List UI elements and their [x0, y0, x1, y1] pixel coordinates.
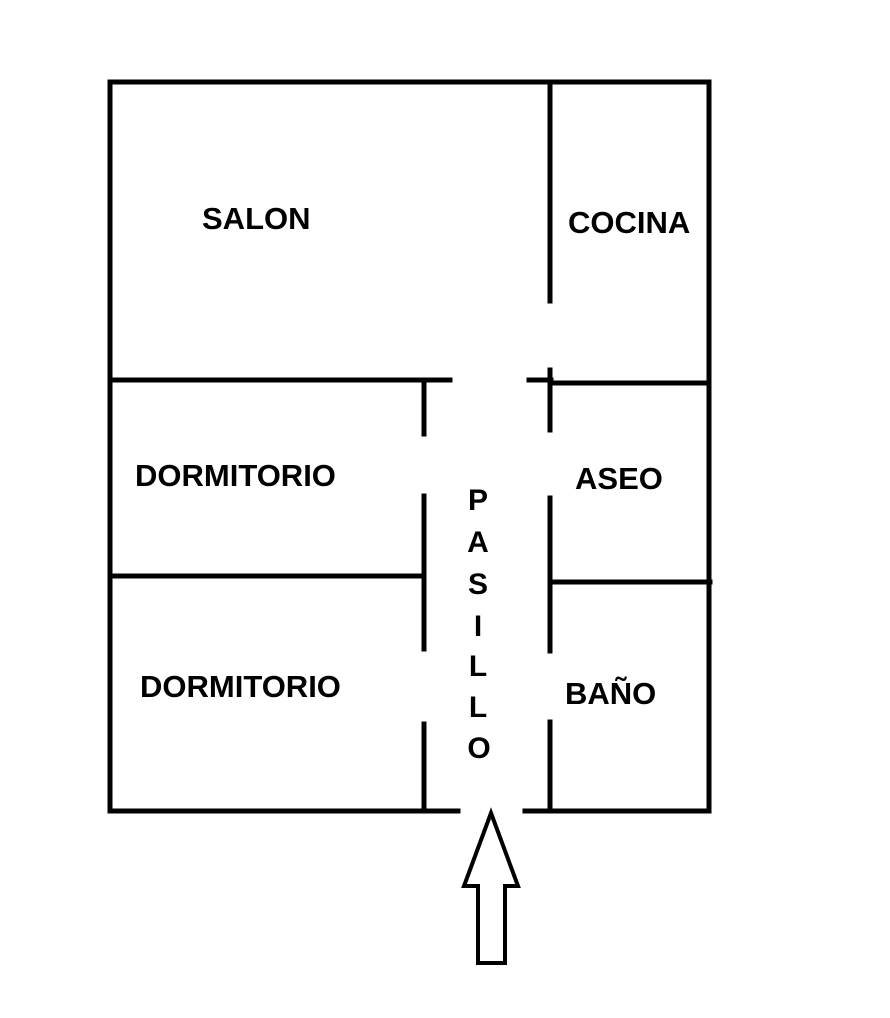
room-label-salon: SALON — [202, 201, 311, 236]
pasillo-letter: I — [474, 610, 482, 643]
pasillo-letter: L — [469, 691, 487, 724]
pasillo-letter: O — [467, 732, 490, 765]
room-label-pasillo: P A S I L L O — [467, 484, 491, 765]
pasillo-letter: P — [468, 484, 488, 517]
arrow-up-icon — [461, 807, 521, 965]
room-label-dormitorio-2: DORMITORIO — [140, 669, 341, 704]
pasillo-letter: L — [469, 650, 487, 683]
pasillo-letter: S — [468, 568, 488, 601]
pasillo-letter: A — [467, 526, 489, 559]
room-label-cocina: COCINA — [568, 205, 690, 240]
room-label-aseo: ASEO — [575, 461, 663, 496]
room-label-dormitorio-1: DORMITORIO — [135, 458, 336, 493]
room-label-bano: BAÑO — [565, 676, 656, 711]
